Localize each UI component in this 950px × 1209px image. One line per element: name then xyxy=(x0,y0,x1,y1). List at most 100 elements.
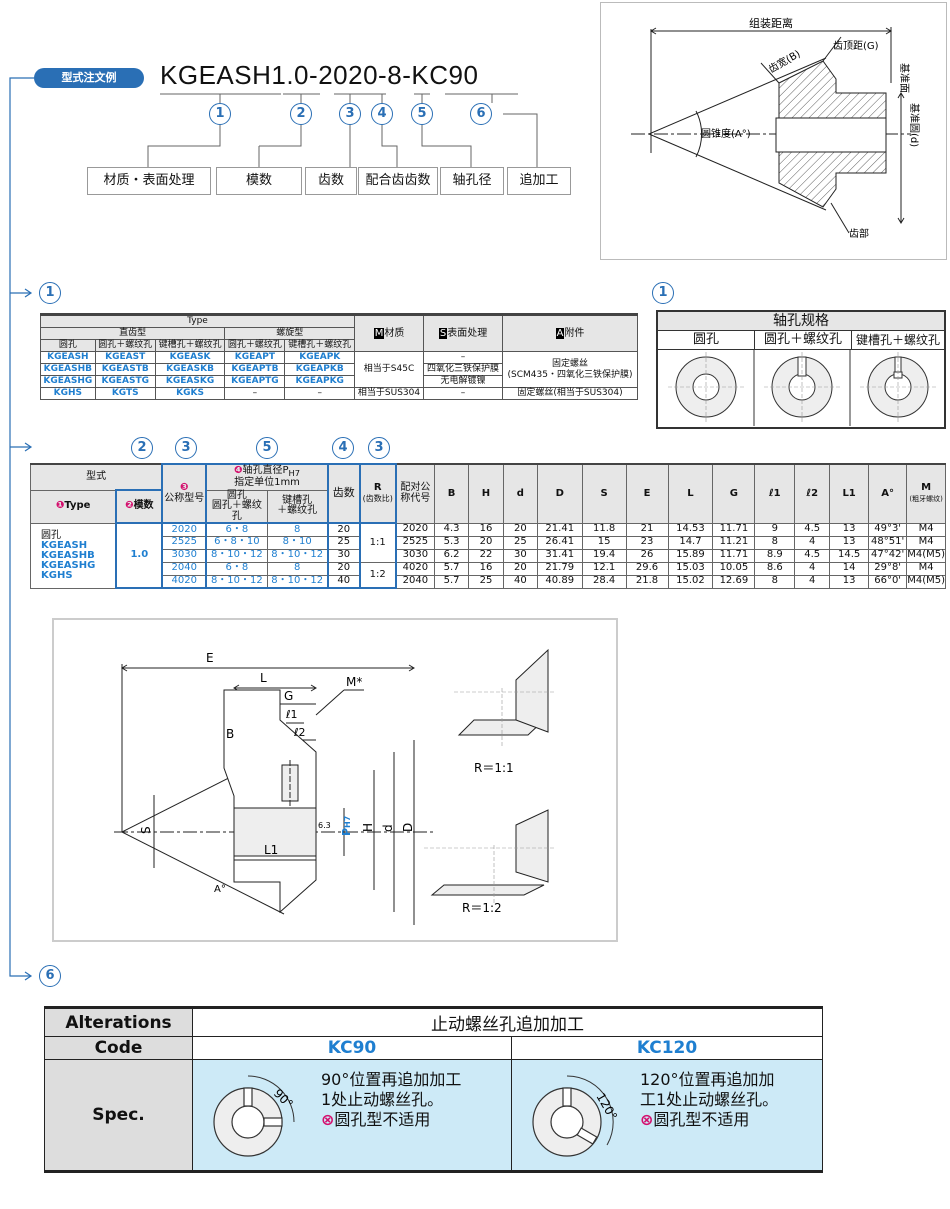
cell: 4020 xyxy=(395,561,436,576)
cell: 11.21 xyxy=(712,535,756,550)
h-col-S: S xyxy=(581,463,627,524)
cell: 21.8 xyxy=(625,574,669,589)
label-roughness: 6.3 xyxy=(318,821,331,830)
shaft-col: 圆孔 xyxy=(658,331,755,349)
marker-2: 2 xyxy=(290,103,312,125)
code-part-module: 1.0 xyxy=(271,60,310,90)
cell: 16 xyxy=(468,561,504,576)
type-header: Type xyxy=(39,314,356,328)
accessory-cell: 固定螺丝(相当于SUS304) xyxy=(502,387,638,400)
label-tooth: 齿部 xyxy=(849,227,869,240)
cell: 8 xyxy=(754,574,796,589)
section2-marker-3: 3 xyxy=(175,437,197,459)
cell: 8・10・12 xyxy=(205,548,268,563)
section2-marker-3b: 3 xyxy=(368,437,390,459)
cell: 12.69 xyxy=(712,574,756,589)
cell: 2040 xyxy=(161,561,208,576)
type-cell: KGEAPTB xyxy=(224,363,286,376)
type-cell: KGEAST xyxy=(94,351,156,364)
marker-3: 3 xyxy=(339,103,361,125)
cell: M4 xyxy=(906,535,946,550)
bevel-gear-drawing: 组装距离 齿顶距(G) 齿宽(B) 圆锥度(A°) 基准面 基准圆(d) 齿部 xyxy=(631,16,921,240)
shaft-spec-marker: 1 xyxy=(652,282,674,304)
cell: 25 xyxy=(326,535,361,550)
section2-marker-2: 2 xyxy=(131,437,153,459)
kc120-gear-icon: 120° xyxy=(532,1075,620,1157)
h-col-L1: L1 xyxy=(829,463,870,524)
no-icon: ⊗ xyxy=(321,1110,335,1129)
cell: 8・10・12 xyxy=(205,574,268,589)
cell: 11.8 xyxy=(581,522,627,537)
cell: 12.1 xyxy=(581,561,627,576)
type-cell: KGKS xyxy=(154,387,226,400)
module-value: 1.0 xyxy=(115,522,164,589)
cell: 26 xyxy=(625,548,669,563)
cell: 8 xyxy=(266,561,329,576)
accessory-cell: 固定螺丝(SCM435・四氧化三铁保护膜) xyxy=(502,351,638,388)
label-teeth: 齿数 xyxy=(305,167,357,195)
cell: 8・10 xyxy=(266,535,329,550)
label-G: G xyxy=(284,689,293,703)
cell: 10.05 xyxy=(712,561,756,576)
cell: 25 xyxy=(502,535,538,550)
cell: M4 xyxy=(906,522,946,537)
cell: 49°3' xyxy=(868,522,908,537)
h-module: ❷模数 xyxy=(115,489,164,524)
cell: 20 xyxy=(326,522,361,537)
cell: M4(M5) xyxy=(906,548,946,563)
cell: 20 xyxy=(502,561,538,576)
marker-1: 1 xyxy=(209,103,231,125)
label-material: 材质・表面处理 xyxy=(87,167,211,195)
h-col-M: M(粗牙螺纹) xyxy=(906,463,946,524)
h-col-E: E xyxy=(625,463,669,524)
label-cone-angle: 圆锥度(A°) xyxy=(701,127,751,140)
marker-5: 5 xyxy=(411,103,433,125)
h-col-d: d xyxy=(502,463,538,524)
cell: 2020 xyxy=(161,522,208,537)
cell: M4 xyxy=(906,561,946,576)
type-cell: KGEASHG xyxy=(40,375,96,388)
cell: 6・8・10 xyxy=(205,535,268,550)
cell: 22 xyxy=(468,548,504,563)
cell: 4 xyxy=(794,574,831,589)
code-dash: - xyxy=(402,60,412,90)
sub-header: 圆孔＋螺纹孔 xyxy=(224,339,286,352)
h-round: 圆孔圆孔＋螺纹孔 xyxy=(205,489,268,524)
label-bore: 轴孔径 xyxy=(440,167,504,195)
label-d: d xyxy=(381,824,395,832)
section2-marker-4: 4 xyxy=(332,437,354,459)
label-ref-circle: 基准圆(d) xyxy=(908,103,921,147)
type-cell: KGEASH xyxy=(40,351,96,364)
dimension-drawing-svg: E L G B ℓ1 ℓ2 M* S L1 A° PH7 H d D 6.3 R… xyxy=(114,648,554,925)
label-A: A° xyxy=(214,884,226,895)
surface-cell: – xyxy=(423,387,504,400)
ratio-cell: 1:2 xyxy=(358,561,397,589)
cell: 5.7 xyxy=(434,574,469,589)
type-cell: KGEAPK xyxy=(284,351,356,364)
h-col-G: G xyxy=(712,463,756,524)
type-cell: KGEAPKB xyxy=(284,363,356,376)
cell: 20 xyxy=(326,561,361,576)
cell: 14.53 xyxy=(667,522,714,537)
sub-header: 键槽孔＋螺纹孔 xyxy=(154,339,226,352)
type-list: 圆孔 KGEASH KGEASHB KGEASHG KGHS xyxy=(30,522,117,589)
cell: 21 xyxy=(625,522,669,537)
label-mate-teeth: 配合齿齿数 xyxy=(358,167,438,195)
surface-header: S表面处理 xyxy=(423,314,504,352)
code-kc120: KC120 xyxy=(511,1036,823,1060)
cell: 30 xyxy=(326,548,361,563)
spec-kc120: 120° 120°位置再追加加 工1处止动螺丝孔。 ⊗圆孔型不适用 xyxy=(511,1059,823,1172)
cell: 40 xyxy=(502,574,538,589)
material-cell: 相当于SUS304 xyxy=(354,387,425,400)
kc90-text: 90°位置再追加加工 1处止动螺丝孔。 ⊗圆孔型不适用 xyxy=(321,1070,462,1129)
type-cell: KGEASKB xyxy=(154,363,226,376)
surface-cell: 无电解镀镍 xyxy=(423,375,504,388)
type-cell: KGEASTG xyxy=(94,375,156,388)
type-cell: KGEASHB xyxy=(40,363,96,376)
code-header: Code xyxy=(44,1036,193,1060)
h-col-D: D xyxy=(536,463,583,524)
cell: 15.03 xyxy=(667,561,714,576)
sub-header: 圆孔＋螺纹孔 xyxy=(94,339,156,352)
material-cell: 相当于S45C xyxy=(354,351,425,388)
